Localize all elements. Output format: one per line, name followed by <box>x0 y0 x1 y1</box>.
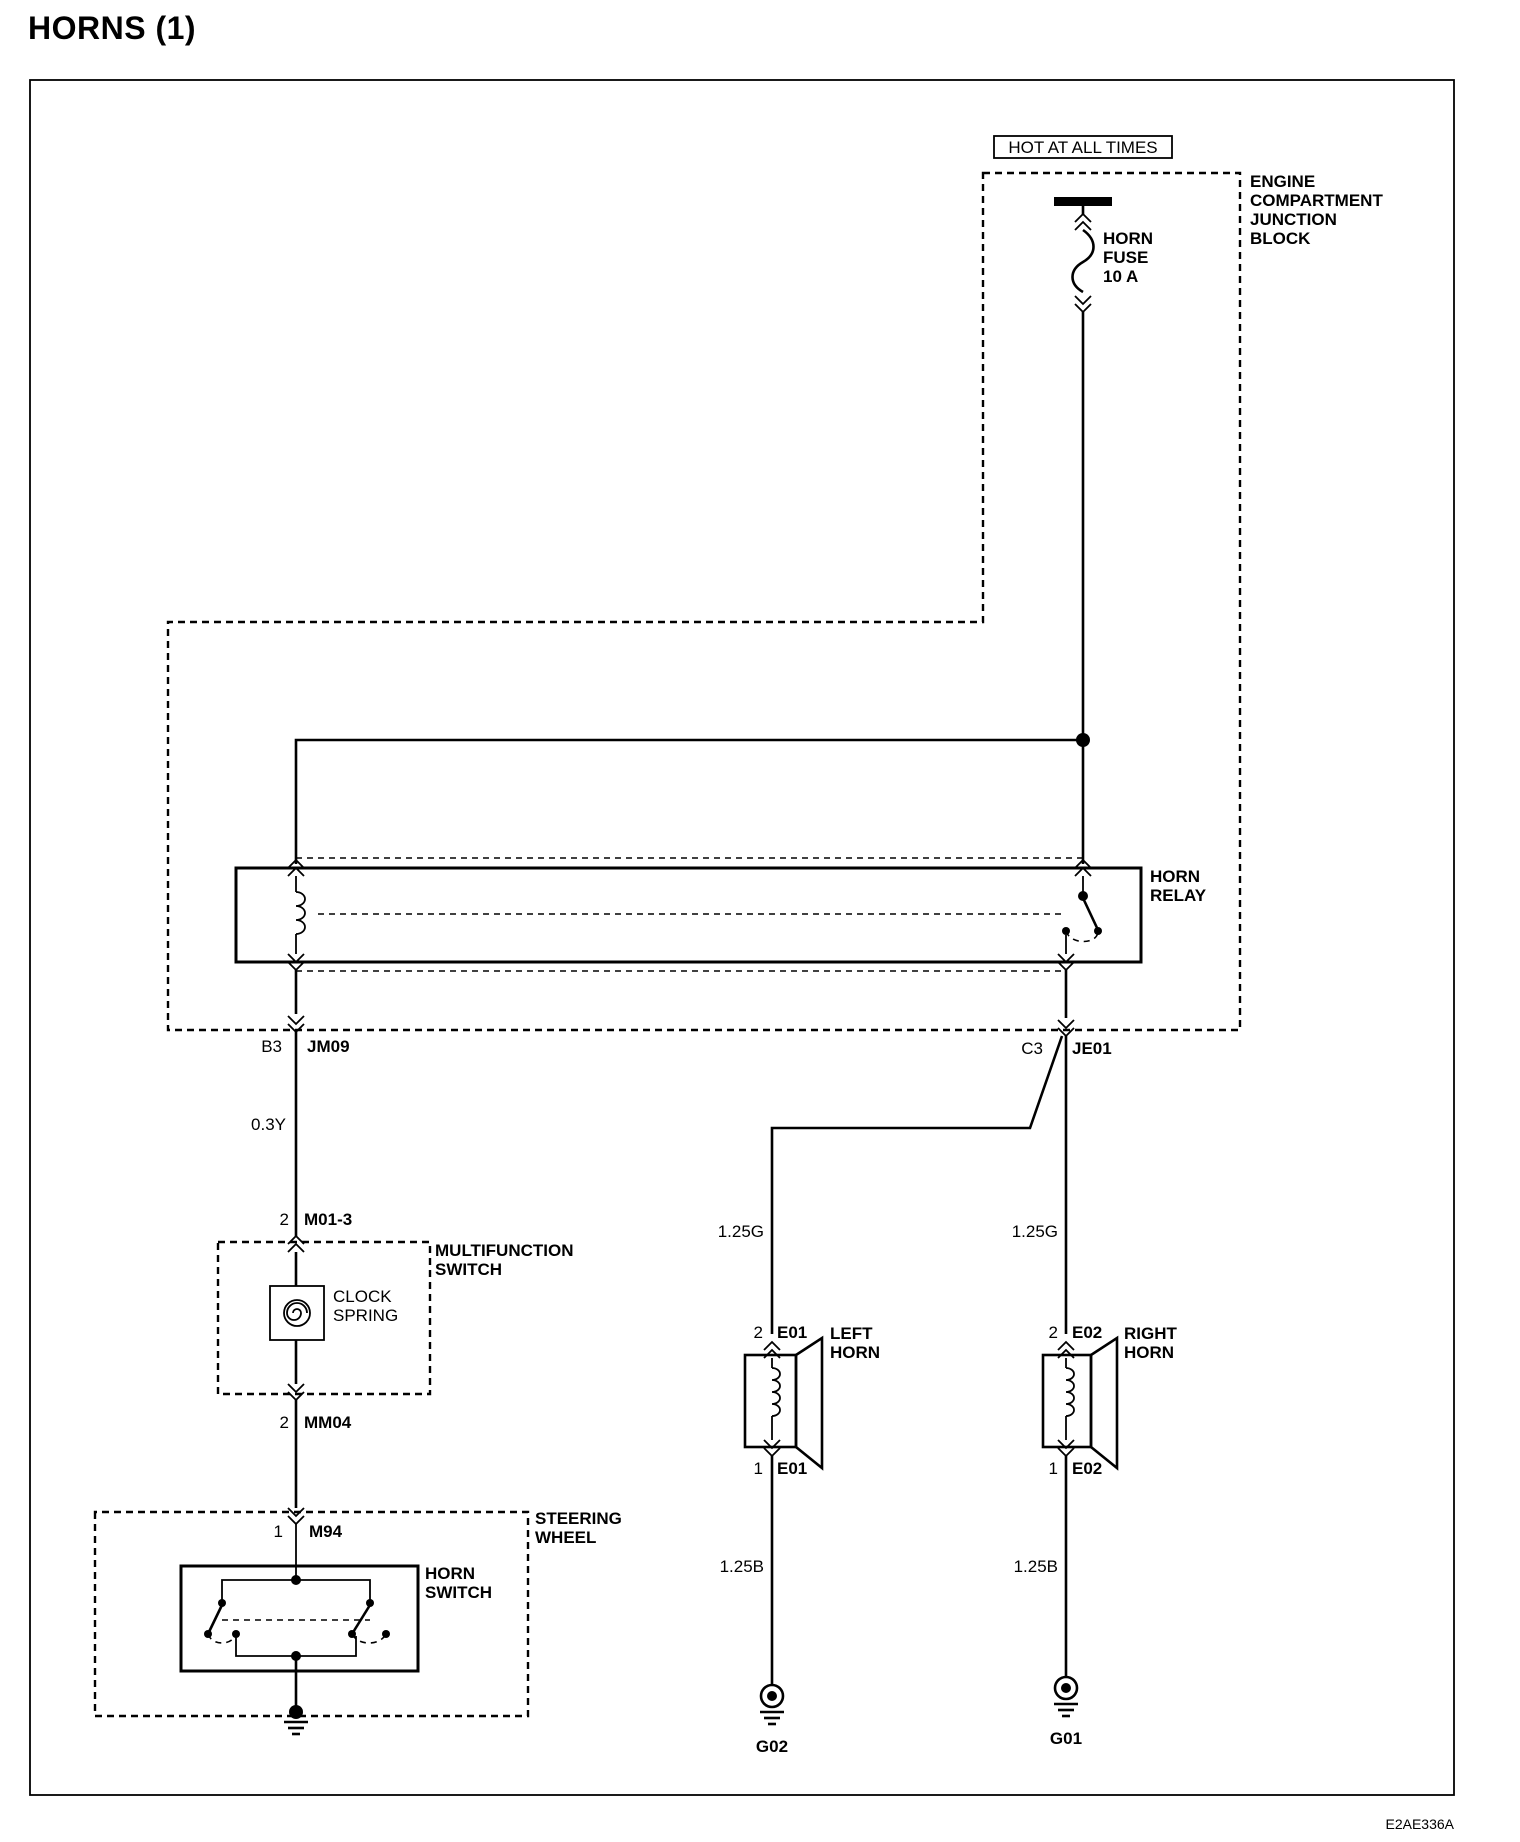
steering-ground-icon <box>284 1705 308 1736</box>
e01-bottom-label: E01 <box>777 1459 807 1478</box>
e01-top-pin: 2 <box>754 1323 763 1342</box>
connector-m01-3 <box>287 1234 305 1253</box>
horn-switch-label: HORN SWITCH <box>425 1564 492 1602</box>
connector-mm04 <box>287 1383 305 1402</box>
horn-fuse <box>1071 206 1095 314</box>
e02-bottom-pin: 1 <box>1049 1459 1058 1478</box>
svg-text:RELAY: RELAY <box>1150 886 1207 905</box>
svg-text:HORN: HORN <box>1124 1343 1174 1362</box>
svg-text:SWITCH: SWITCH <box>435 1260 502 1279</box>
clock-spring-label: CLOCK SPRING <box>333 1287 398 1325</box>
wire-left-1.25g: 1.25G <box>718 1222 764 1241</box>
mm04-label: MM04 <box>304 1413 352 1432</box>
power-source: HOT AT ALL TIMES <box>993 135 1173 159</box>
svg-text:HOT AT ALL TIMES: HOT AT ALL TIMES <box>1008 138 1157 157</box>
svg-text:STEERING: STEERING <box>535 1509 622 1528</box>
wire-right-1.25b: 1.25B <box>1014 1557 1058 1576</box>
svg-text:WHEEL: WHEEL <box>535 1528 596 1547</box>
horn-relay <box>234 857 1143 972</box>
e01-bottom-pin: 1 <box>754 1459 763 1478</box>
svg-text:SPRING: SPRING <box>333 1306 398 1325</box>
svg-text:HORN: HORN <box>425 1564 475 1583</box>
m01-pin: 2 <box>280 1210 289 1229</box>
left-horn <box>743 1335 824 1471</box>
svg-text:ENGINE: ENGINE <box>1250 172 1315 191</box>
svg-text:BLOCK: BLOCK <box>1250 229 1311 248</box>
svg-text:CLOCK: CLOCK <box>333 1287 392 1306</box>
page-title: HORNS (1) <box>28 10 197 46</box>
svg-text:HORN: HORN <box>830 1343 880 1362</box>
junction-block-label: ENGINE COMPARTMENT JUNCTION BLOCK <box>1250 172 1383 248</box>
mm04-pin: 2 <box>280 1413 289 1432</box>
steering-wheel-outline <box>93 1510 530 1718</box>
svg-text:FUSE: FUSE <box>1103 248 1148 267</box>
horn-relay-label: HORN RELAY <box>1150 867 1207 905</box>
connector-je01 <box>1057 1019 1075 1038</box>
wire-0.3y: 0.3Y <box>251 1115 286 1134</box>
m94-label: M94 <box>309 1522 343 1541</box>
diagram-frame <box>29 79 1455 1796</box>
e01-top-label: E01 <box>777 1323 807 1342</box>
svg-text:RIGHT: RIGHT <box>1124 1324 1178 1343</box>
svg-text:LEFT: LEFT <box>830 1324 873 1343</box>
multifunction-switch-label: MULTIFUNCTION SWITCH <box>435 1241 574 1279</box>
right-ground-icon <box>1053 1675 1079 1718</box>
steering-wheel-label: STEERING WHEEL <box>535 1509 622 1547</box>
right-horn <box>1041 1335 1119 1471</box>
left-ground-icon <box>759 1683 785 1726</box>
e02-bottom-label: E02 <box>1072 1459 1102 1478</box>
e02-top-label: E02 <box>1072 1323 1102 1342</box>
m01-label: M01-3 <box>304 1210 352 1229</box>
wire-left-1.25b: 1.25B <box>720 1557 764 1576</box>
svg-text:HORN: HORN <box>1150 867 1200 886</box>
junction-block-outline <box>166 171 1242 1032</box>
m94-pin: 1 <box>274 1522 283 1541</box>
horn-switch <box>179 1524 420 1712</box>
connector-m94 <box>287 1507 305 1526</box>
svg-text:10 A: 10 A <box>1103 267 1138 286</box>
svg-text:HORN: HORN <box>1103 229 1153 248</box>
svg-text:SWITCH: SWITCH <box>425 1583 492 1602</box>
je01-label: JE01 <box>1072 1039 1112 1058</box>
ground-g02-label: G02 <box>756 1737 788 1756</box>
e02-top-pin: 2 <box>1049 1323 1058 1342</box>
horn-fuse-label: HORN FUSE 10 A <box>1103 229 1153 286</box>
svg-text:JUNCTION: JUNCTION <box>1250 210 1337 229</box>
jm09-label: JM09 <box>307 1037 350 1056</box>
figure-code: E2AE336A <box>1385 1816 1455 1832</box>
svg-text:MULTIFUNCTION: MULTIFUNCTION <box>435 1241 574 1260</box>
power-bus-bar <box>1054 197 1112 206</box>
wire-right-1.25g: 1.25G <box>1012 1222 1058 1241</box>
relay-coil-feed-wire <box>294 738 1083 864</box>
svg-text:COMPARTMENT: COMPARTMENT <box>1250 191 1383 210</box>
left-horn-supply-wire <box>770 1035 1064 1334</box>
left-horn-label: LEFT HORN <box>830 1324 880 1362</box>
jm09-pin: B3 <box>261 1037 282 1056</box>
right-horn-label: RIGHT HORN <box>1124 1324 1178 1362</box>
clock-spring <box>269 1285 325 1341</box>
je01-pin: C3 <box>1021 1039 1043 1058</box>
ground-g01-label: G01 <box>1050 1729 1082 1748</box>
multifunction-switch-outline <box>216 1240 432 1396</box>
